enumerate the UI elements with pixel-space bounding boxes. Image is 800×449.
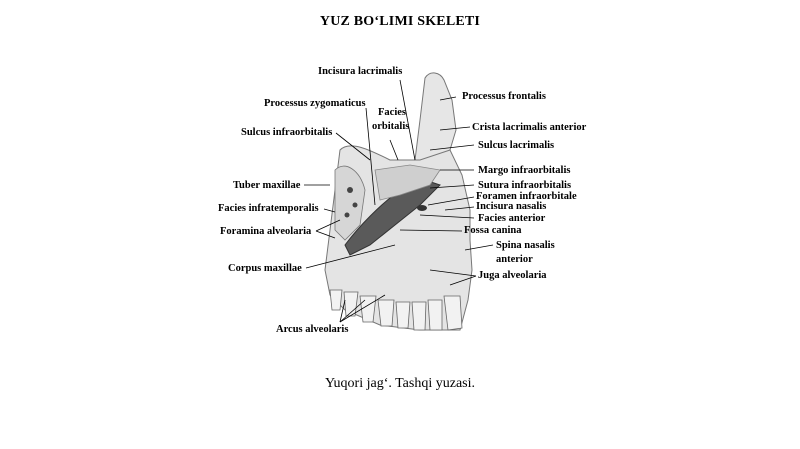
label-foramen-infraorbitale: Foramen infraorbitale [476, 191, 577, 202]
label-tuber-maxillae: Tuber maxillae [233, 180, 301, 191]
maxilla-bone [324, 72, 473, 331]
label-sulcus-lacrimalis: Sulcus lacrimalis [478, 140, 555, 151]
label-sulcus-infraorbitalis: Sulcus infraorbitalis [241, 127, 333, 138]
figure-caption: Yuqori jag‘. Tashqi yuzasi. [324, 376, 475, 391]
label-processus-frontalis: Processus frontalis [462, 91, 546, 102]
label-incisura-nasalis: Incisura nasalis [476, 201, 547, 212]
label-fossa-canina: Fossa canina [464, 225, 522, 236]
label-incisura-lacrimalis: Incisura lacrimalis [318, 66, 403, 77]
label-foramina-alveolaria: Foramina alveolaria [220, 226, 312, 237]
label-facies-infratemporalis: Facies infratemporalis [218, 203, 319, 214]
label-spina-nasalis-1: Spina nasalis [496, 240, 555, 251]
label-crista-lacrimalis-anterior: Crista lacrimalis anterior [472, 122, 587, 133]
label-spina-nasalis-2: anterior [496, 254, 533, 265]
label-margo-infraorbitalis: Margo infraorbitalis [478, 165, 571, 176]
label-facies-orbitalis-1: Facies [378, 107, 406, 118]
page-title: YUZ BO‘LIMI SKELETI [319, 14, 481, 29]
label-facies-orbitalis-2: orbitalis [372, 121, 410, 132]
label-sutura-infraorbitalis: Sutura infraorbitalis [478, 180, 572, 191]
label-corpus-maxillae: Corpus maxillae [228, 263, 302, 274]
label-facies-anterior: Facies anterior [478, 213, 546, 224]
label-juga-alveolaria: Juga alveolaria [478, 270, 547, 281]
label-processus-zygomaticus: Processus zygomaticus [264, 98, 366, 109]
label-arcus-alveolaris: Arcus alveolaris [276, 324, 349, 335]
leader-lines [304, 79, 494, 323]
